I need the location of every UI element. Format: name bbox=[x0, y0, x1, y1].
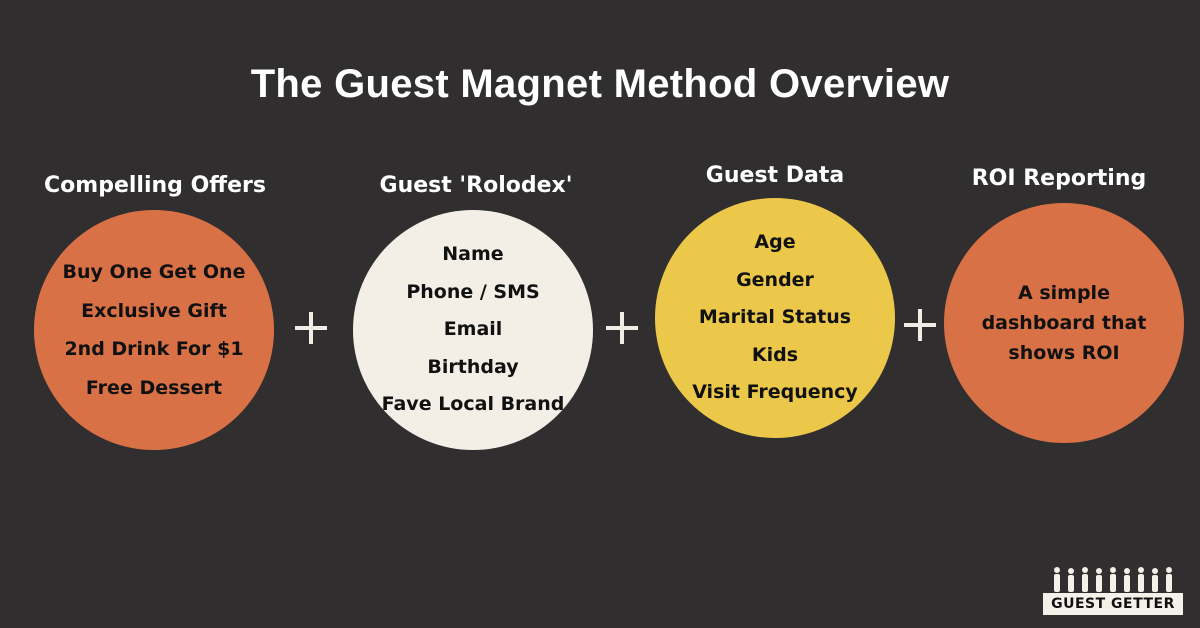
plus-icon bbox=[291, 308, 331, 348]
logo-text: GUEST GETTER bbox=[1043, 593, 1183, 615]
guest-data-item: Age bbox=[754, 231, 796, 254]
roi-item: dashboard that bbox=[981, 312, 1147, 334]
rolodex-item: Phone / SMS bbox=[406, 280, 540, 303]
rolodex-item: Fave Local Brand bbox=[381, 393, 565, 416]
circle-compelling-offers: Buy One Get One Exclusive Gift 2nd Drink… bbox=[34, 210, 274, 450]
plus-icon bbox=[602, 308, 642, 348]
circle-roi-reporting: A simple dashboard that shows ROI bbox=[944, 203, 1184, 443]
rolodex-item: Birthday bbox=[427, 355, 519, 378]
column-label-roi-reporting: ROI Reporting bbox=[971, 166, 1147, 191]
guest-data-item: Visit Frequency bbox=[692, 381, 858, 404]
offer-item: Free Dessert bbox=[85, 376, 223, 399]
page-title: The Guest Magnet Method Overview bbox=[250, 62, 950, 106]
guest-data-item: Marital Status bbox=[698, 306, 852, 329]
guest-data-item: Kids bbox=[751, 343, 799, 366]
people-silhouettes-icon bbox=[1054, 567, 1172, 592]
rolodex-item: Name bbox=[442, 243, 504, 266]
roi-item: shows ROI bbox=[1008, 342, 1120, 364]
column-label-guest-data: Guest Data bbox=[705, 163, 845, 188]
guest-data-item: Gender bbox=[736, 268, 814, 291]
offer-item: Buy One Get One bbox=[62, 261, 246, 283]
plus-icon bbox=[900, 305, 940, 345]
offer-item: 2nd Drink For $1 bbox=[64, 338, 244, 360]
column-label-compelling-offers: Compelling Offers bbox=[44, 173, 266, 198]
rolodex-item: Email bbox=[443, 318, 503, 341]
roi-item: A simple bbox=[1018, 282, 1110, 304]
circle-guest-rolodex: Name Phone / SMS Email Birthday Fave Loc… bbox=[353, 210, 593, 450]
offer-item: Exclusive Gift bbox=[81, 299, 227, 322]
column-label-guest-rolodex: Guest 'Rolodex' bbox=[379, 173, 573, 198]
guest-getter-logo: GUEST GETTER bbox=[1043, 566, 1183, 616]
circle-guest-data: Age Gender Marital Status Kids Visit Fre… bbox=[655, 198, 895, 438]
